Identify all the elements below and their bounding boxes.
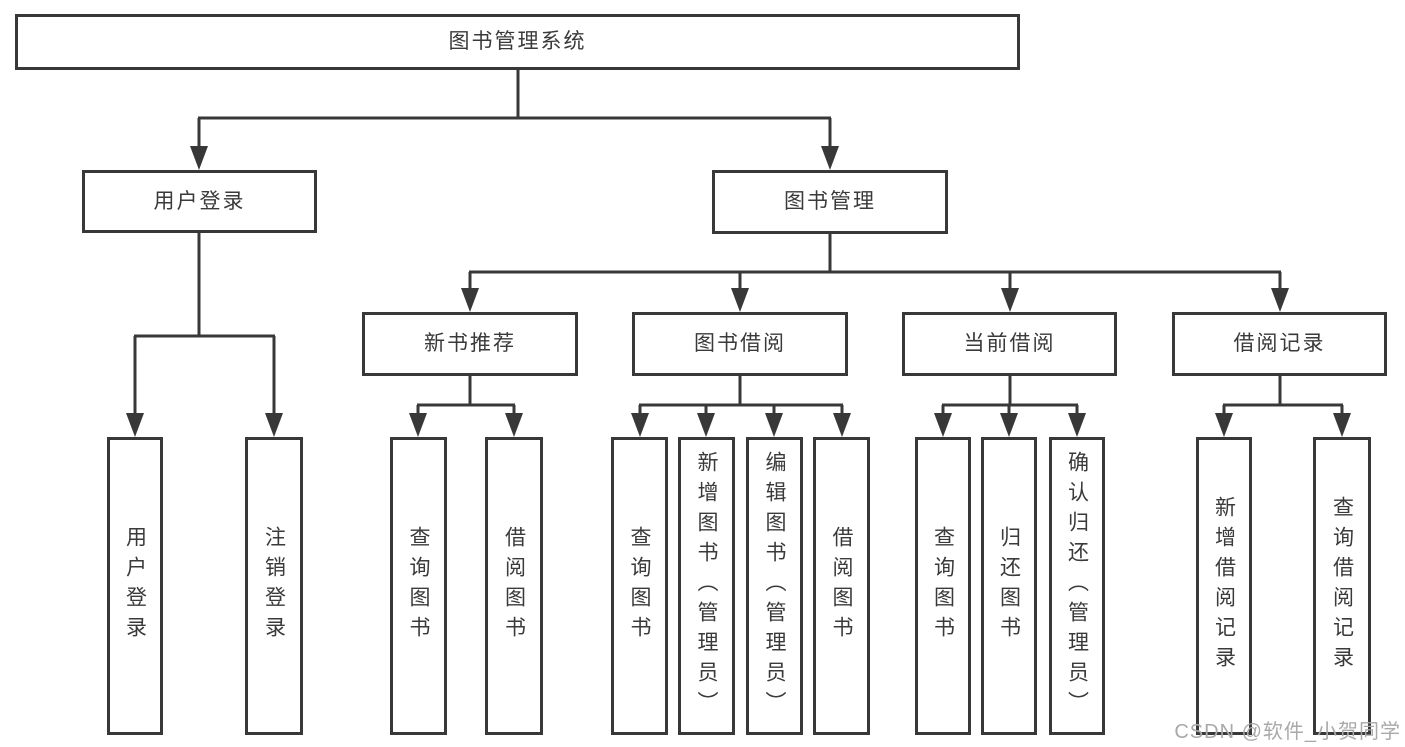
node-root-system: 图书管理系统 xyxy=(15,14,1020,70)
leaf-user-login: 用户登录 xyxy=(107,437,163,735)
leaf-recommend-query-books: 查询图书 xyxy=(390,437,447,735)
node-new-book-recommend: 新书推荐 xyxy=(362,312,578,376)
leaf-borrow-query-books: 查询图书 xyxy=(611,437,668,735)
node-user-login: 用户登录 xyxy=(82,170,317,233)
leaf-borrow-edit-books-admin: 编辑图书（管理员） xyxy=(746,437,803,735)
leaf-recommend-borrow-books: 借阅图书 xyxy=(485,437,543,735)
leaf-current-return-books: 归还图书 xyxy=(981,437,1037,735)
connector-strokes xyxy=(133,70,1344,417)
leaf-records-query-record: 查询借阅记录 xyxy=(1313,437,1371,735)
leaf-current-query-books: 查询图书 xyxy=(915,437,971,735)
csdn-watermark: CSDN @软件_小贺同学 xyxy=(1174,721,1401,743)
leaf-logout: 注销登录 xyxy=(245,437,303,735)
arrowheads xyxy=(126,146,1351,437)
node-book-borrow: 图书借阅 xyxy=(632,312,848,376)
node-book-management: 图书管理 xyxy=(712,170,948,234)
leaf-records-add-record: 新增借阅记录 xyxy=(1196,437,1252,735)
node-borrow-records: 借阅记录 xyxy=(1172,312,1387,376)
leaf-borrow-borrow-books: 借阅图书 xyxy=(813,437,870,735)
node-current-borrow: 当前借阅 xyxy=(902,312,1117,376)
leaf-borrow-add-books-admin: 新增图书（管理员） xyxy=(678,437,735,735)
leaf-current-confirm-return-admin: 确认归还（管理员） xyxy=(1049,437,1105,735)
